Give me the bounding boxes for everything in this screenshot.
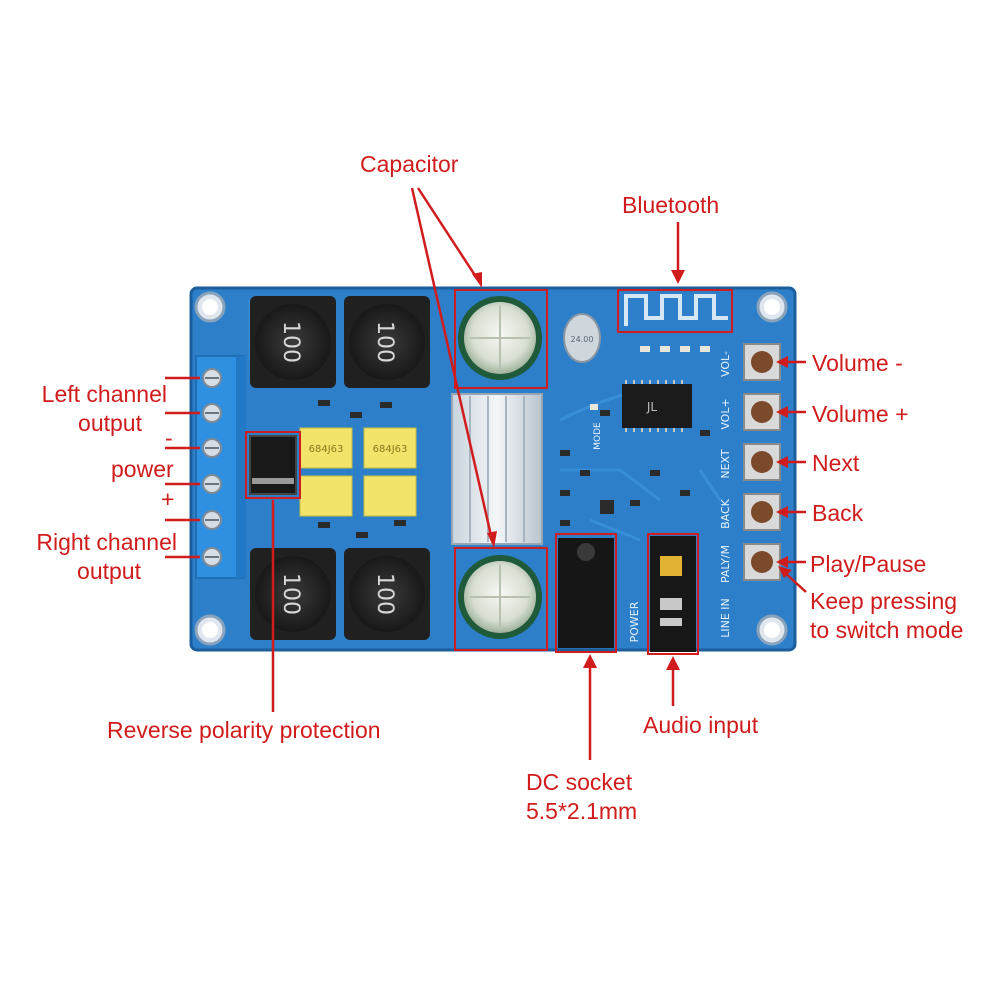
silk-play-mode: PALY/M	[719, 545, 732, 583]
inductor-marking-3: 100	[278, 573, 303, 615]
main-ic	[622, 380, 692, 432]
bluetooth-antenna	[624, 294, 728, 326]
silk-mode: MODE	[593, 422, 603, 450]
power-label: power	[111, 456, 174, 482]
audio-input-highlight	[647, 533, 699, 655]
chip-marking: JL	[646, 400, 658, 414]
polarity-highlight	[245, 431, 301, 499]
right-channel-label-line2: output	[77, 558, 141, 584]
silk-line-in: LINE IN	[719, 598, 732, 638]
inductor-marking-4: 100	[372, 573, 397, 615]
polarity-diode	[249, 435, 297, 495]
electrolytic-capacitors	[458, 296, 542, 639]
next-label: Next	[812, 450, 860, 476]
capacitor-highlight-bottom	[454, 547, 548, 651]
right-channel-label-line1: Right channel	[36, 529, 177, 555]
dc-socket	[558, 538, 614, 648]
silk-vol-plus: VOL+	[719, 398, 732, 429]
left-channel-label-line2: output	[78, 410, 142, 436]
leader-lines	[165, 187, 807, 760]
keep-pressing-label-line1: Keep pressing	[810, 588, 958, 614]
play-pause-label: Play/Pause	[810, 551, 927, 577]
bluetooth-highlight	[617, 289, 733, 333]
power-plus-label: +	[161, 486, 175, 512]
crystal-marking: 24.00	[571, 335, 594, 344]
film-cap-marking-2: 684J63	[373, 444, 408, 455]
terminal-block	[195, 355, 246, 579]
dc-socket-label-line1: DC socket	[526, 769, 633, 795]
silk-vol-minus: VOL-	[719, 351, 732, 377]
inductor-marking-2: 100	[372, 321, 397, 363]
capacitor-highlight-top	[454, 289, 548, 389]
audio-jack	[650, 536, 696, 652]
tactile-buttons	[743, 343, 781, 581]
audio-input-label: Audio input	[643, 712, 759, 738]
silk-power: POWER	[628, 601, 641, 642]
film-capacitors	[299, 427, 417, 517]
heatsink	[451, 393, 543, 545]
dc-socket-highlight	[555, 533, 617, 653]
back-label: Back	[812, 500, 864, 526]
silk-back: BACK	[719, 498, 732, 529]
power-minus-label: -	[165, 425, 173, 451]
dc-socket-label-line2: 5.5*2.1mm	[526, 798, 638, 824]
reverse-polarity-label: Reverse polarity protection	[107, 717, 381, 743]
silk-next: NEXT	[719, 449, 732, 479]
capacitor-label: Capacitor	[360, 151, 459, 177]
left-channel-label-line1: Left channel	[41, 381, 167, 407]
crystal	[563, 313, 601, 363]
film-cap-marking-1: 684J63	[309, 444, 344, 455]
volume-plus-label: Volume +	[812, 401, 909, 427]
keep-pressing-label-line2: to switch mode	[810, 617, 964, 643]
inductor-marking-1: 100	[278, 321, 303, 363]
volume-minus-label: Volume -	[812, 350, 903, 376]
mounting-holes	[194, 291, 788, 646]
bluetooth-label: Bluetooth	[622, 192, 720, 218]
